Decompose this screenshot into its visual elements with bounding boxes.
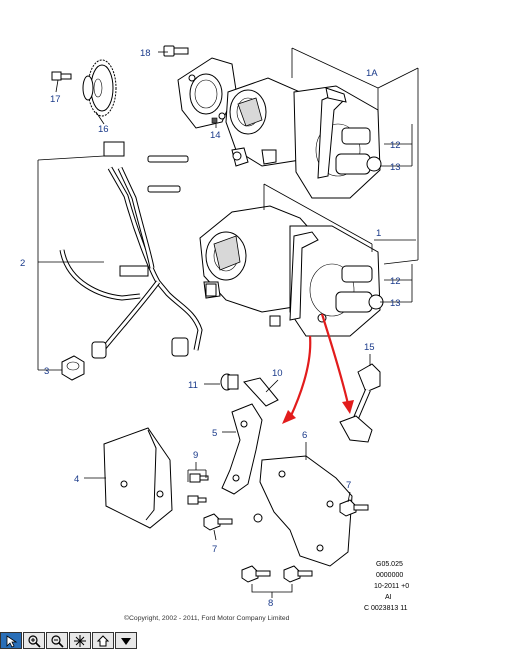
fit-icon	[74, 634, 86, 647]
pump-assembly-1	[199, 205, 384, 337]
callout-13-lower: 13	[390, 298, 401, 309]
callout-8: 8	[268, 598, 273, 609]
callout-14: 14	[210, 130, 221, 141]
callout-1A: 1A	[366, 68, 378, 79]
callout-15: 15	[364, 342, 375, 353]
leader-lines	[37, 47, 419, 598]
bracket-6	[253, 455, 353, 567]
callout-16: 16	[98, 124, 109, 135]
key-14	[211, 117, 218, 124]
zoom-in-icon	[28, 634, 41, 648]
sprocket-16	[82, 59, 117, 117]
reference-block: G05.025 0000000 10-2011 +0 AI C 0023813 …	[364, 561, 409, 612]
bolt-18	[163, 45, 189, 57]
zoom-out-button[interactable]	[46, 632, 68, 649]
callout-labels: 18 17 16 14 1A 12 13 1 12 13 2 3 15 11 1…	[20, 48, 401, 609]
bolt-7a	[203, 513, 233, 531]
nut-17	[51, 71, 72, 81]
exploded-parts-diagram: 18 17 16 14 1A 12 13 1 12 13 2 3 15 11 1…	[20, 45, 419, 622]
direction-arrows	[282, 313, 354, 424]
ref-line-3: 10-2011 +0	[374, 583, 409, 590]
callout-9: 9	[193, 450, 198, 461]
select-tool-button[interactable]	[0, 632, 22, 649]
ref-line-4: AI	[385, 594, 392, 601]
callout-12-lower: 12	[390, 276, 401, 287]
menu-down-icon	[121, 637, 131, 645]
callout-11: 11	[188, 380, 198, 391]
callout-6: 6	[302, 430, 307, 441]
home-icon	[96, 634, 110, 646]
callout-4: 4	[74, 474, 79, 485]
menu-dropdown-button[interactable]	[115, 632, 137, 649]
bolt-7b	[339, 499, 369, 517]
callout-7-right: 7	[346, 480, 351, 491]
viewer-toolbar	[0, 631, 520, 650]
bracket-10	[243, 377, 279, 407]
fitting-pipe-end	[205, 283, 217, 297]
bolt-9	[187, 473, 209, 505]
home-button[interactable]	[92, 632, 114, 649]
callout-12-upper: 12	[390, 140, 401, 151]
ref-line-1: G05.025	[376, 561, 403, 568]
select-icon	[6, 634, 18, 648]
callout-13-upper: 13	[390, 162, 401, 173]
callout-10: 10	[272, 368, 283, 379]
zoom-in-button[interactable]	[23, 632, 45, 649]
fuel-pipes-2	[59, 141, 203, 359]
nut-3	[61, 355, 85, 381]
sensor-15	[339, 363, 381, 443]
bracket-5	[221, 403, 263, 495]
zoom-out-icon	[51, 634, 64, 648]
pump-assembly-1a	[177, 57, 382, 199]
callout-18: 18	[140, 48, 151, 59]
callout-5: 5	[212, 428, 217, 439]
callout-3: 3	[44, 366, 49, 377]
callout-17: 17	[50, 94, 61, 105]
copyright-text: ©Copyright, 2002 - 2011, Ford Motor Comp…	[124, 614, 290, 622]
bolt-8	[241, 565, 313, 583]
fitting-11	[220, 373, 239, 391]
fit-view-button[interactable]	[69, 632, 91, 649]
callout-2: 2	[20, 258, 25, 269]
ref-line-2: 0000000	[376, 572, 403, 579]
bracket-4	[103, 427, 173, 529]
callout-7-left: 7	[212, 544, 217, 555]
ref-line-5: C 0023813 11	[364, 605, 408, 612]
callout-1: 1	[376, 228, 381, 239]
